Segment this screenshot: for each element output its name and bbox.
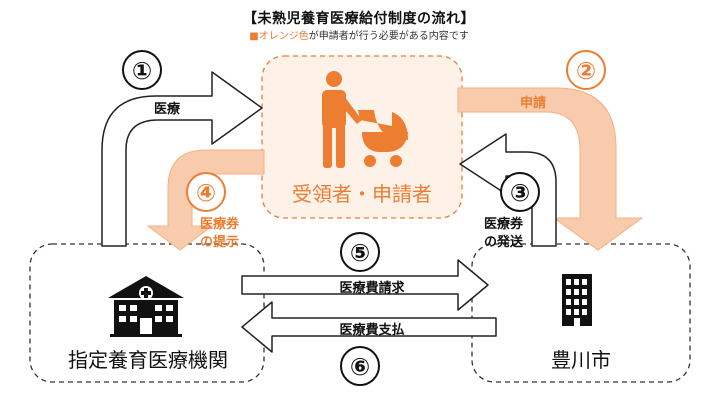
diagram-title: 【未熟児養育医療給付制度の流れ】 xyxy=(243,11,475,27)
legend-highlight: オレンジ色 xyxy=(258,31,309,42)
step-4-label: 医療券 の提示 xyxy=(200,216,239,252)
step-3-label-line-2: の発送 xyxy=(484,235,524,250)
hospital-label: 指定養育医療機関 xyxy=(68,348,228,372)
applicant-box xyxy=(261,55,463,219)
step-6-label: 医療費支払 xyxy=(339,323,405,338)
step-4-label-line-2: の提示 xyxy=(200,235,240,250)
hospital-icon xyxy=(108,276,184,337)
arrow-6-medical-payment xyxy=(241,301,497,353)
step-4-number: ④ xyxy=(186,172,226,212)
step-6-number: ⑥ xyxy=(340,346,380,386)
step-2-number: ② xyxy=(566,50,606,90)
step-2-label: 申請 xyxy=(520,96,547,111)
legend-marker: ■ xyxy=(249,31,259,42)
legend-text: が申請者が行う必要がある内容です xyxy=(308,31,469,42)
applicant-label: 受領者・申請者 xyxy=(292,182,432,206)
arrow-5-medical-claim xyxy=(241,259,489,311)
step-5-number: ⑤ xyxy=(340,232,380,272)
legend-note: ■オレンジ色が申請者が行う必要がある内容です xyxy=(0,27,718,42)
step-1-number: ① xyxy=(122,50,162,90)
city-label: 豊川市 xyxy=(551,348,611,372)
step-3-number: ③ xyxy=(500,172,540,212)
city-building-icon xyxy=(562,274,592,326)
step-5-label: 医療費請求 xyxy=(339,281,405,296)
person-with-stroller-icon xyxy=(322,71,408,168)
step-4-label-line-1: 医療券 xyxy=(200,217,240,232)
step-3-label: 医療券 の発送 xyxy=(484,216,523,252)
arrow-2-application xyxy=(457,87,644,251)
step-3-label-line-1: 医療券 xyxy=(484,217,524,232)
arrow-1-medical-care xyxy=(101,71,263,247)
step-1-label: 医療 xyxy=(154,102,181,117)
